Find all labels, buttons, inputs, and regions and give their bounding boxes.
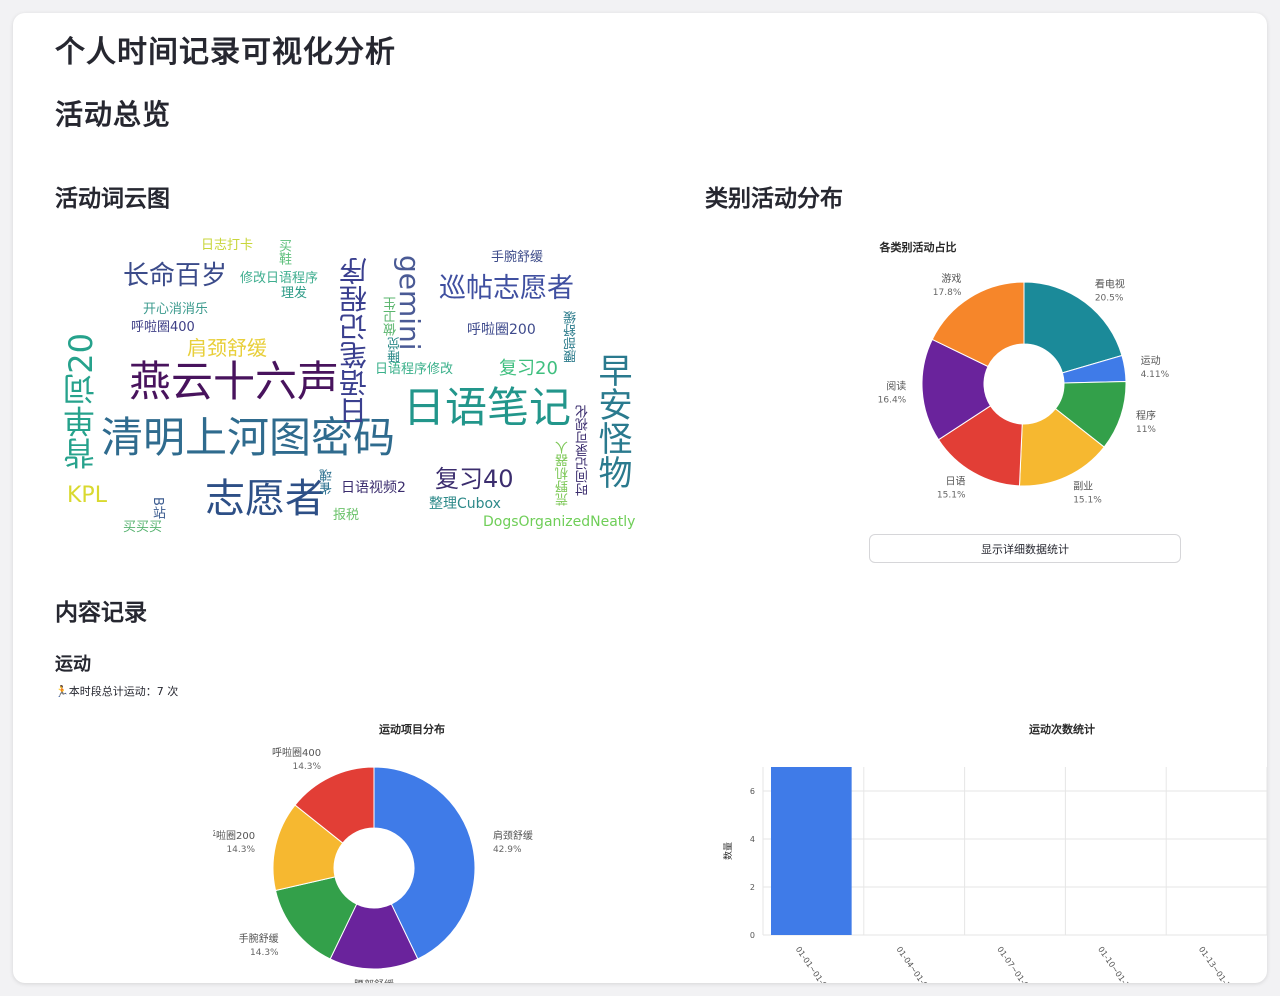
wordcloud: 日志打卡 买鞋 长命百岁 修改日语程序 理发 开心消消乐 呼啦圈400 肩颈舒缓… — [55, 235, 645, 535]
sport-bar-title: 运动次数统计 — [1029, 723, 1095, 736]
wordcloud-word: 长命百岁 — [123, 261, 228, 291]
sport-heading: 运动 — [55, 654, 91, 675]
sport-bar-chart: 0 2 4 6 01-01~01-03 01-04~01-06 01-07~01-09 01-… — [722, 767, 1267, 983]
sport-slice[interactable] — [294, 766, 375, 844]
wordcloud-word: 买鞋 — [276, 239, 291, 265]
category-slice-label: 运动 — [1141, 355, 1161, 367]
x-tick-label: 01-10~01-12 — [1096, 945, 1134, 983]
wordcloud-word: 理发 — [281, 286, 308, 301]
sport-slice-label: 呼啦圈400 — [272, 746, 321, 759]
x-tick-label: 01-13~01-15 — [1197, 945, 1235, 983]
sport-slice-label: 肩颈舒缓 — [493, 829, 533, 842]
wordcloud-word: 早安怪物 — [592, 353, 632, 489]
sport-summary-text: 本时段总计运动：7 次 — [68, 685, 179, 698]
running-icon: 🏃 — [55, 685, 69, 698]
sport-slice-percent: 14.3% — [292, 762, 321, 772]
category-slice-label: 副业 — [1073, 480, 1093, 492]
x-tick-label: 01-01~01-03 — [794, 945, 832, 983]
wordcloud-word: DogsOrganizedNeatly — [483, 514, 636, 530]
wordcloud-word: 日志打卡 — [201, 238, 254, 253]
content-heading: 内容记录 — [55, 600, 147, 626]
wordcloud-word: 背单词20 — [62, 333, 100, 470]
sport-slice-percent: 14.3% — [226, 845, 255, 855]
wordcloud-word: 呼啦圈200 — [467, 322, 536, 338]
category-slice-percent: 15.1% — [937, 490, 966, 500]
bar[interactable] — [771, 767, 852, 935]
wordcloud-word: 腰部舒缓 — [564, 311, 579, 363]
wordcloud-word: 雀魂 — [320, 469, 335, 495]
wordcloud-word: KPL — [67, 483, 107, 508]
wordcloud-word: 买买买 — [123, 520, 163, 535]
wordcloud-word: 燕云十六声 — [129, 357, 340, 406]
category-slice-label: 游戏 — [941, 272, 961, 285]
wordcloud-word: 肩颈舒缓 — [187, 336, 267, 360]
wordcloud-word: B站 — [150, 497, 165, 519]
category-chart-title: 各类别活动占比 — [879, 241, 957, 254]
overview-heading: 活动总览 — [55, 98, 172, 131]
wordcloud-word: 时间记录可视化 — [576, 405, 591, 496]
category-slice-label: 程序 — [1136, 409, 1156, 422]
sport-donut-chart: 肩颈舒缓 42.9% 腰部舒缓 14.3% 手腕舒缓 14.3% 呼啦圈200 14.3% 呼啦… — [213, 746, 533, 983]
category-slice-percent: 16.4% — [878, 395, 907, 405]
sport-slice-percent: 14.3% — [250, 948, 279, 958]
wordcloud-word: 呼啦圈400 — [131, 320, 195, 335]
sport-slice-label: 手腕舒缓 — [239, 932, 279, 945]
main-card: 个人时间记录可视化分析 活动总览 活动词云图 类别活动分布 日志打卡 买鞋 长命… — [13, 13, 1267, 983]
category-slice-percent: 17.8% — [933, 288, 962, 298]
category-slice-percent: 11% — [1136, 425, 1156, 435]
category-slice[interactable] — [921, 338, 992, 441]
wordcloud-word: 日语笔记 — [403, 383, 572, 432]
category-slice-label: 看电视 — [1095, 278, 1125, 291]
show-detail-stats-button[interactable]: 显示详细数据统计 — [869, 534, 1181, 563]
y-tick-label: 6 — [750, 787, 755, 796]
y-tick-label: 0 — [750, 931, 755, 940]
page-title: 个人时间记录可视化分析 — [55, 35, 396, 70]
sport-pie-title: 运动项目分布 — [379, 723, 445, 736]
wordcloud-word: 荒野机器人 — [556, 441, 571, 506]
category-heading: 类别活动分布 — [705, 186, 843, 212]
wordcloud-word: 清明上河图密码 — [101, 413, 396, 462]
wordcloud-word: 手腕舒缓 — [491, 250, 544, 265]
x-tick-label: 01-07~01-09 — [995, 945, 1033, 983]
category-slice[interactable] — [1023, 281, 1123, 374]
wordcloud-word: 巡帖志愿者 — [439, 273, 574, 304]
wordcloud-word: 复习40 — [435, 465, 514, 493]
wordcloud-heading: 活动词云图 — [55, 186, 170, 212]
wordcloud-word: 日语程序修改 — [375, 362, 454, 377]
category-slice-percent: 20.5% — [1095, 294, 1124, 304]
wordcloud-word: 开心消消乐 — [143, 302, 209, 317]
category-slice[interactable] — [931, 281, 1025, 368]
category-slice-percent: 4.11% — [1141, 370, 1170, 380]
category-slice-label: 阅读 — [886, 379, 906, 392]
sport-slice-percent: 42.9% — [493, 845, 522, 855]
y-axis-label: 数量 — [722, 842, 734, 860]
category-slice-percent: 15.1% — [1073, 495, 1102, 505]
sport-slice-label: 呼啦圈200 — [213, 829, 255, 842]
sport-slice-label: 腰部舒缓 — [354, 978, 394, 983]
wordcloud-word: 志愿者 — [205, 476, 325, 522]
wordcloud-word: 修改日语程序 — [240, 271, 319, 286]
y-tick-label: 4 — [750, 835, 755, 844]
wordcloud-word: 日语视频2 — [341, 480, 406, 496]
sport-slice[interactable] — [373, 766, 476, 960]
x-tick-label: 01-04~01-06 — [894, 945, 932, 983]
wordcloud-word: 报税 — [333, 508, 360, 523]
sport-summary: 🏃本时段总计运动：7 次 — [55, 683, 178, 699]
wordcloud-word: 复习20 — [499, 358, 558, 379]
wordcloud-word: 整理Cubox — [429, 496, 501, 512]
wordcloud-word: gemini — [393, 255, 426, 351]
category-slice-label: 日语 — [946, 475, 966, 487]
y-tick-label: 2 — [750, 883, 755, 892]
category-donut-chart: 看电视 20.5% 运动 4.11% 程序 11% 副业 15.1% 日语 15.1% 阅读 16.4… — [878, 272, 1170, 505]
wordcloud-word: 日语笔记程序 — [338, 257, 371, 425]
